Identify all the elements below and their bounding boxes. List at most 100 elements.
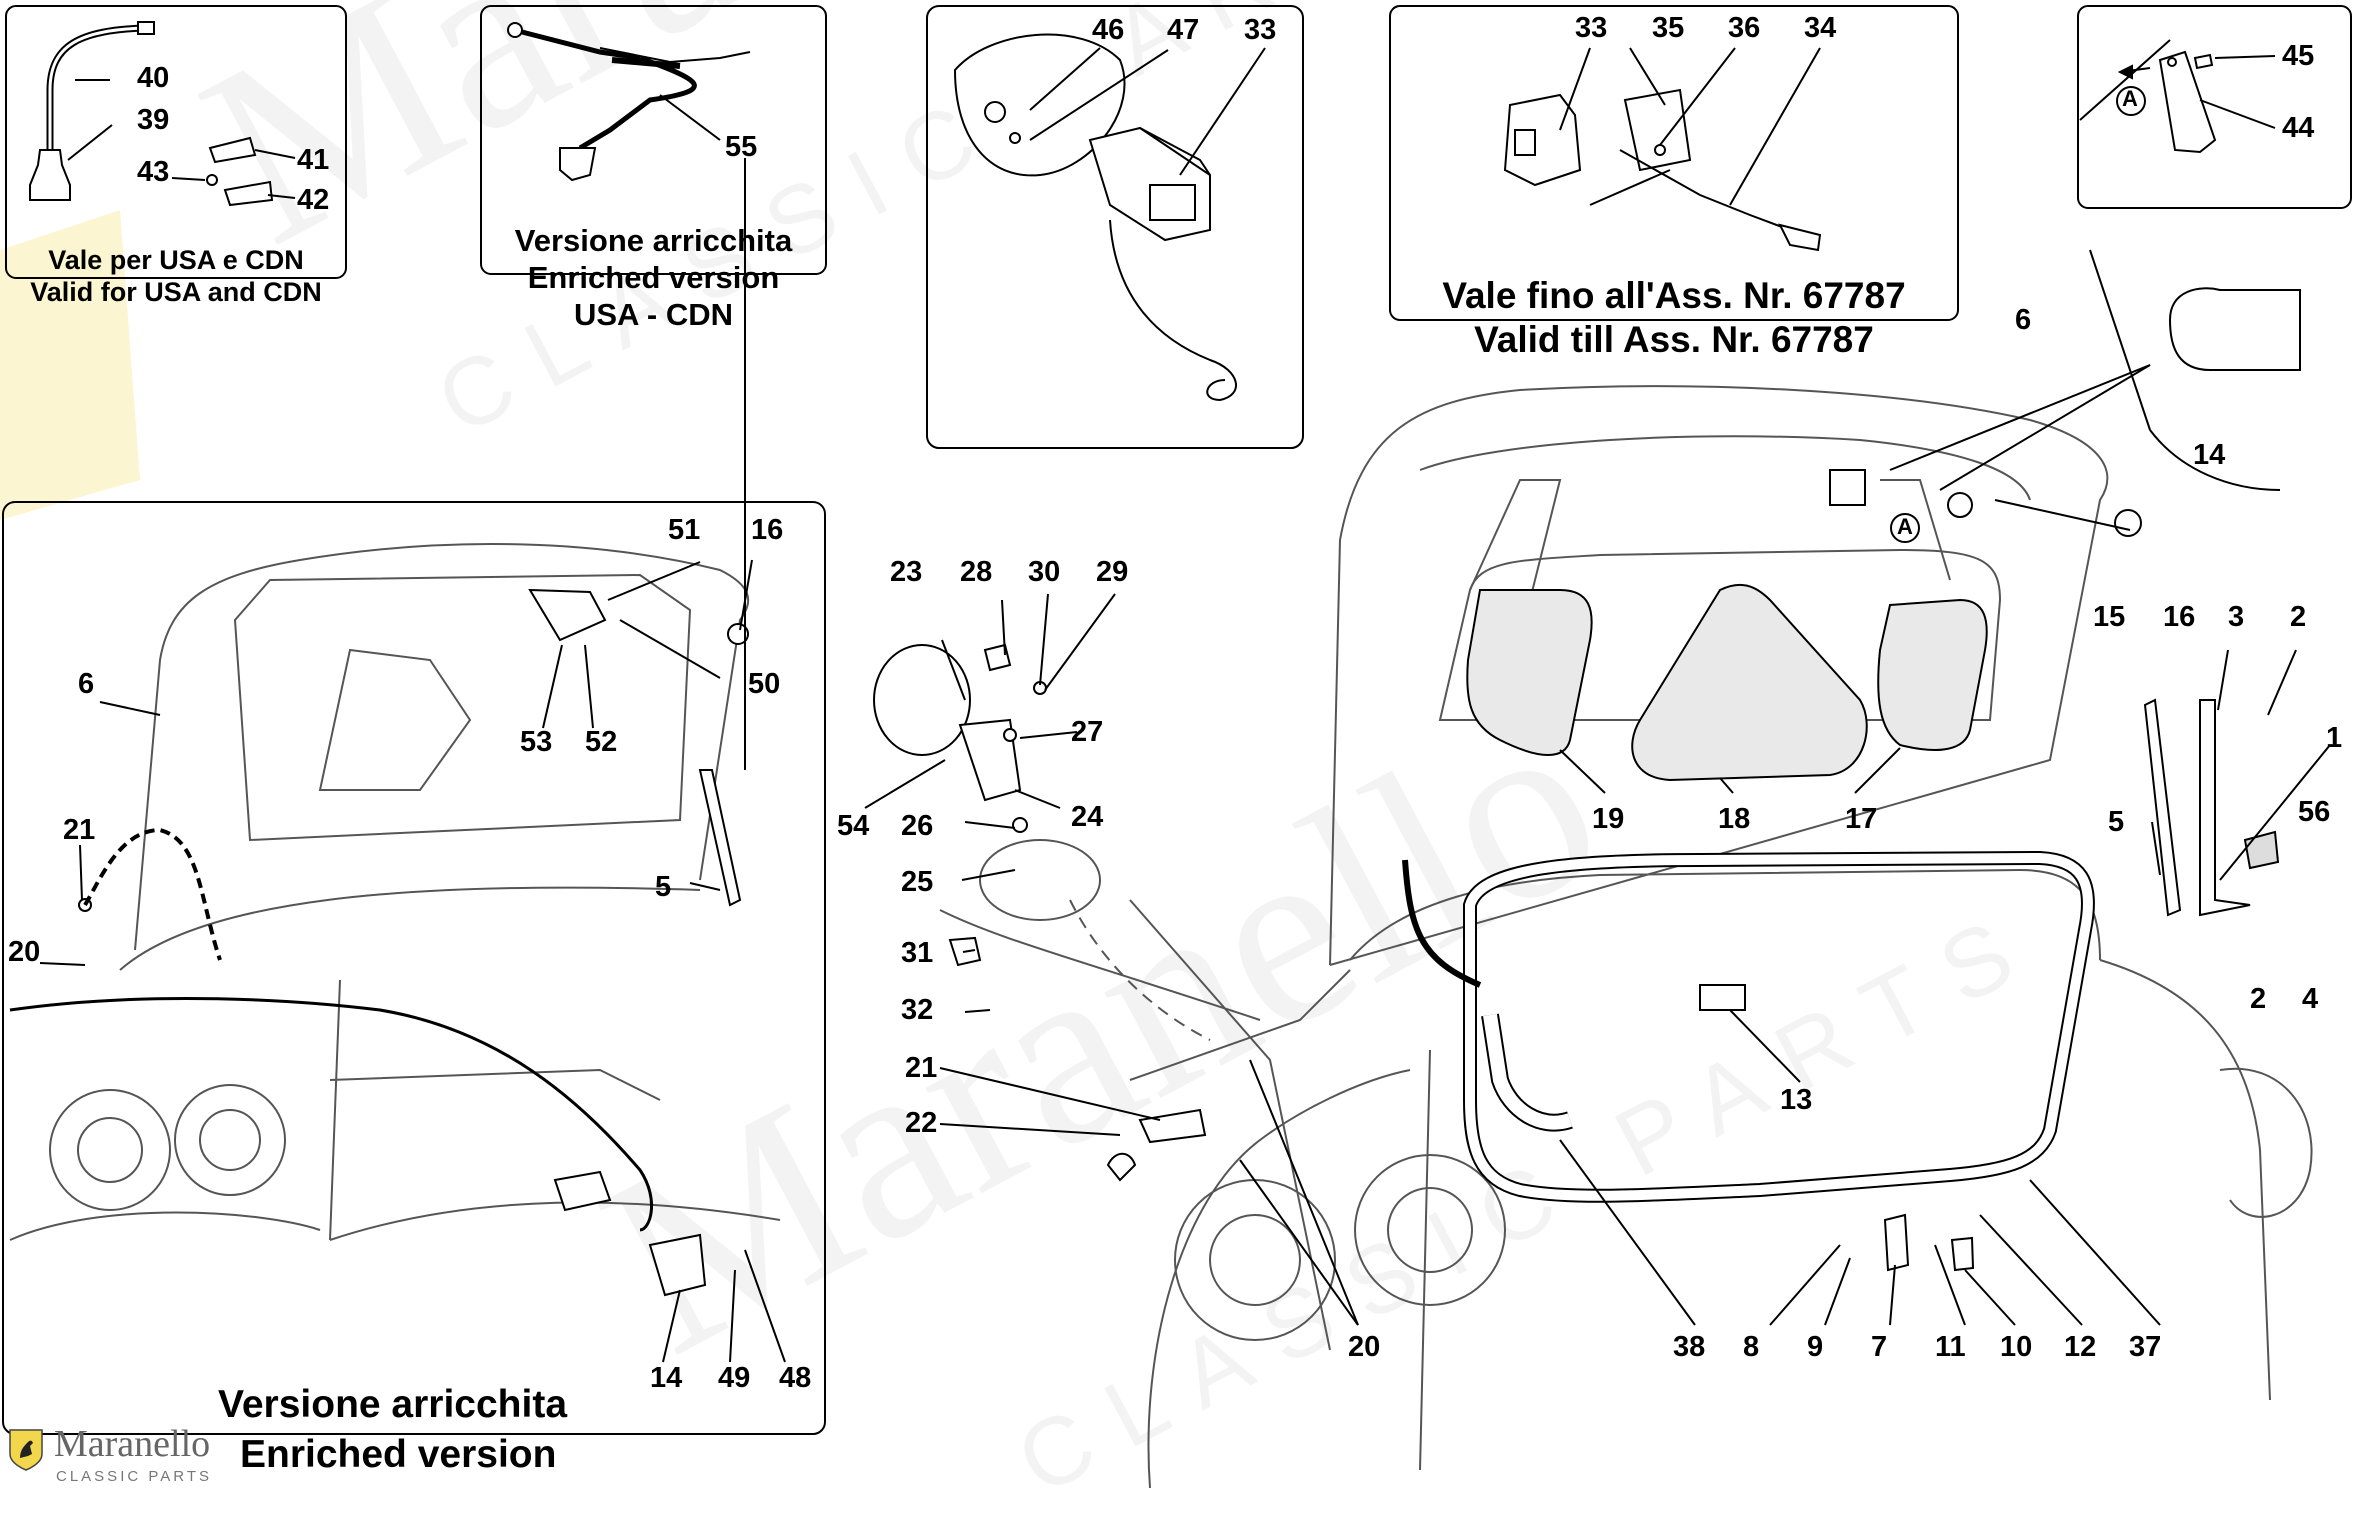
callout-43: 43 [137, 156, 170, 188]
callout-3: 3 [2228, 601, 2245, 633]
callout-2-bottom: 2 [2250, 983, 2267, 1015]
callout-31: 31 [901, 937, 934, 969]
inset-frames [2, 5, 2352, 1435]
callout-41: 41 [297, 144, 330, 176]
callout-52: 52 [585, 726, 618, 758]
enriched-cable-art [507, 22, 751, 182]
callout-14-left: 14 [650, 1362, 683, 1394]
callout-50: 50 [748, 668, 781, 700]
bracket-44-art [2116, 50, 2276, 154]
callout-33-valid: 33 [1575, 12, 1608, 44]
callout-38: 38 [1673, 1331, 1706, 1363]
marker-a-right [1890, 513, 1920, 543]
caption-valid-till-en: Valid till Ass. Nr. 67787 [1474, 319, 1874, 361]
callout-19: 19 [1592, 803, 1625, 835]
part-16 [2114, 509, 2142, 537]
caption-enriched-usa-en: Enriched version [527, 260, 780, 296]
sound-pad-17 [1877, 598, 1988, 751]
part-7 [1883, 1213, 1910, 1272]
inset-frame-bracket-44 [2077, 5, 2352, 209]
callout-56: 56 [2298, 796, 2331, 828]
callout-40: 40 [137, 62, 170, 94]
callout-24: 24 [1071, 801, 1104, 833]
callout-44: 44 [2282, 112, 2315, 144]
latch-detail-art [953, 33, 1266, 402]
harness-cable [1402, 859, 1482, 988]
callout-55: 55 [725, 131, 758, 163]
inset-frame-enriched-usa [480, 5, 827, 275]
inset-frame-valid-till [1389, 5, 1959, 321]
callout-20-center: 20 [1348, 1331, 1381, 1363]
caption-usa-cdn-it: Vale per USA e CDN [48, 245, 304, 275]
logo-name: Maranello [54, 1423, 211, 1465]
callout-11: 11 [1935, 1331, 1966, 1363]
prancing-horse-shield-icon [9, 1429, 43, 1471]
part-15 [1947, 492, 1973, 518]
callout-5-right: 5 [2108, 806, 2125, 838]
callout-16-left: 16 [751, 514, 784, 546]
sound-pads [1466, 583, 1988, 782]
caption-enriched-it: Versione arricchita [218, 1383, 568, 1426]
inset-frame-latch-detail [926, 5, 1304, 449]
callout-21-center: 21 [905, 1052, 938, 1084]
callout-20-left: 20 [8, 936, 41, 968]
callout-10: 10 [2000, 1331, 2033, 1363]
callout-47: 47 [1167, 14, 1200, 46]
callout-21-left: 21 [63, 814, 96, 846]
callout-1: 1 [2326, 722, 2343, 754]
caption-valid-till-it: Vale fino all'Ass. Nr. 67787 [1442, 275, 1906, 316]
caption-usa-cdn: Vale per USA e CDN Valid for USA and CDN [8, 244, 344, 309]
callout-37: 37 [2129, 1331, 2162, 1363]
center-mechanism-art [873, 643, 1331, 1351]
callout-4: 4 [2302, 983, 2319, 1015]
callout-34: 34 [1804, 12, 1837, 44]
caption-usa-cdn-en: Valid for USA and CDN [30, 277, 322, 308]
callout-32: 32 [901, 994, 934, 1026]
flag-tint [0, 210, 140, 520]
callout-12: 12 [2064, 1331, 2097, 1363]
logo-tagline: CLASSIC PARTS [56, 1468, 212, 1485]
callout-51: 51 [668, 514, 701, 546]
part-5-left [698, 769, 742, 907]
callout-29: 29 [1096, 556, 1129, 588]
callout-53: 53 [520, 726, 553, 758]
callout-22: 22 [905, 1107, 938, 1139]
trunk-body-right [1129, 959, 2313, 1488]
part-51 [528, 588, 607, 642]
cable-left [9, 996, 654, 1232]
cable-20-left [83, 827, 222, 961]
callout-23: 23 [890, 556, 923, 588]
callout-14-right: 14 [2193, 439, 2226, 471]
right-small-parts [1699, 469, 2280, 1272]
callout-9: 9 [1807, 1331, 1824, 1363]
callout-5-left: 5 [655, 871, 672, 903]
callout-33-latch: 33 [1244, 14, 1277, 46]
callout-35: 35 [1652, 12, 1685, 44]
big-leader-lines [1889, 249, 2301, 491]
trunk-lid-left [9, 542, 781, 1241]
part-10 [1950, 1236, 1975, 1272]
callout-39: 39 [137, 104, 170, 136]
callout-42: 42 [297, 184, 330, 216]
callout-26: 26 [901, 810, 934, 842]
callout-17: 17 [1845, 803, 1878, 835]
callout-15: 15 [2093, 601, 2126, 633]
callout-18: 18 [1718, 803, 1751, 835]
part-5-strut [2143, 698, 2182, 917]
callout-27: 27 [1071, 716, 1104, 748]
seal-37-inner [1465, 852, 2093, 1201]
callout-6-left: 6 [78, 668, 95, 700]
latch-left [553, 1170, 612, 1212]
part-13 [1699, 984, 1746, 1011]
cable-handle-art [29, 21, 296, 207]
callout-7: 7 [1871, 1331, 1888, 1363]
callout-leaders [39, 39, 2331, 1363]
callout-46: 46 [1092, 14, 1125, 46]
callout-a-bracket: A [2122, 86, 2138, 111]
part-1-hinge [2199, 699, 2251, 917]
callout-49: 49 [718, 1362, 751, 1394]
harness-38-inner [1483, 1013, 1573, 1130]
sound-pad-18 [1631, 583, 1868, 782]
callout-28: 28 [960, 556, 993, 588]
